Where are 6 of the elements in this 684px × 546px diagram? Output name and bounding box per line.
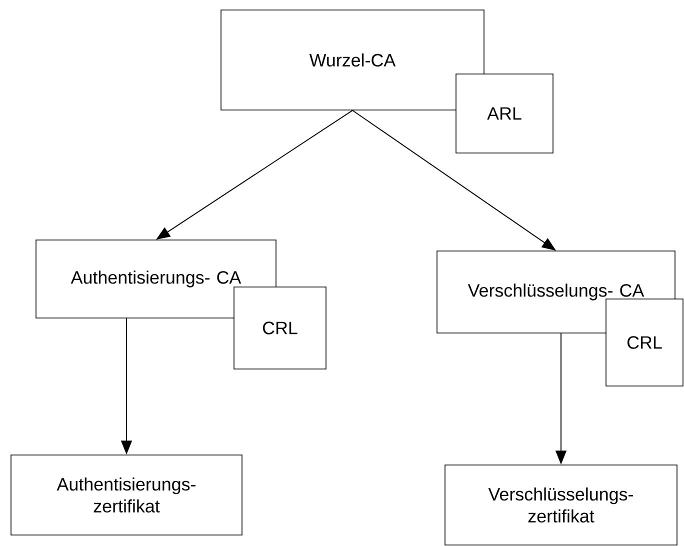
certificate-box: Authentisierungs- zertifikat	[10, 454, 242, 536]
list-box: CRL	[234, 286, 326, 370]
list-box: ARL	[456, 74, 554, 154]
list-box: CRL	[606, 298, 684, 386]
ca-box: Wurzel-CA	[220, 10, 484, 110]
certificate-box: Verschlüsselungs- zertifikat	[444, 464, 678, 546]
